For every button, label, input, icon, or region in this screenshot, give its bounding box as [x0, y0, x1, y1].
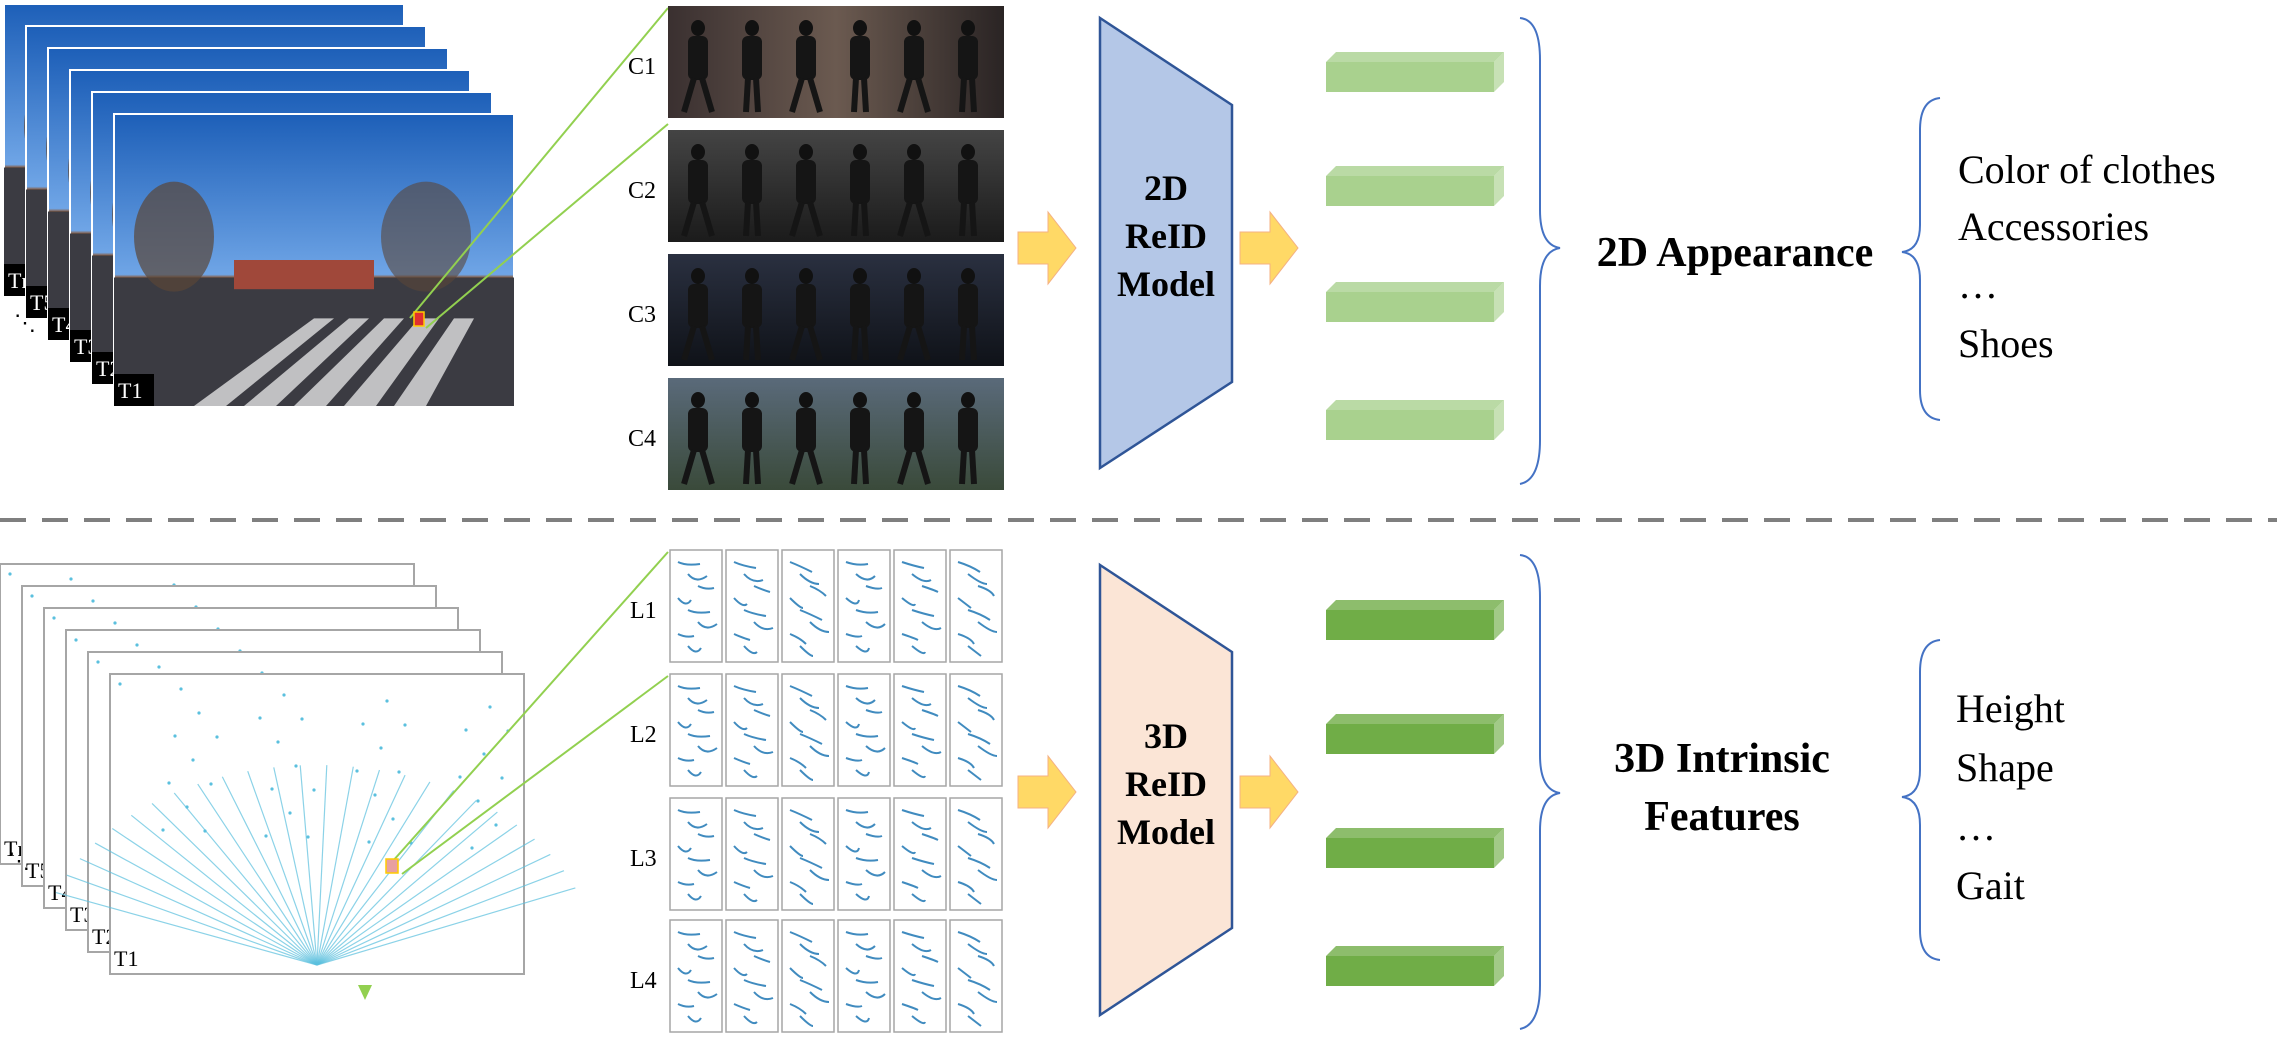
feature-vector [1326, 600, 1504, 640]
feature-vector [1326, 714, 1504, 754]
camera-zoom-lines [409, 7, 669, 329]
arrow-to-2d-features [1239, 210, 1299, 286]
arrow-to-3d-features [1239, 754, 1299, 830]
attr-accessories: Accessories [1958, 204, 2149, 249]
camera-crop-C1: C1 [628, 6, 1004, 118]
attr-shoes: Shoes [1958, 321, 2054, 366]
2d-appearance-title: 2D Appearance [1597, 230, 1874, 276]
3d-reid-model: 3D ReID Model [1098, 562, 1234, 1018]
lidar-frame: T1 [55, 673, 576, 975]
attr-ellipsis: … [1958, 262, 1998, 307]
lidar-label: L3 [630, 846, 657, 872]
camera-frame: T1 [113, 113, 515, 407]
model-3d-line2: ReID [1125, 764, 1207, 804]
lidar-crop-L2: L2 [630, 673, 1003, 787]
3d-feature-vectors [1326, 600, 1504, 986]
camera-label: C2 [628, 178, 656, 204]
lidar-label: L4 [630, 968, 657, 994]
3d-intrinsic-title-line2: Features [1644, 794, 1800, 840]
frame-ellipsis: ⋱ [8, 848, 30, 873]
frame-label: T1 [118, 378, 142, 403]
camera-crop-C4: C4 [628, 378, 1004, 490]
frame-label: T1 [114, 946, 138, 971]
lidar-crop-L4: L4 [630, 919, 1003, 1033]
attr-height: Height [1956, 686, 2065, 731]
2d-feature-brace [1519, 17, 1561, 485]
camera-label: C4 [628, 426, 656, 452]
2d-attribute-brace [1901, 97, 1941, 421]
frame-ellipsis: ⋱ [14, 310, 36, 335]
arrow-to-3d-model [1017, 754, 1077, 830]
feature-vector [1326, 828, 1504, 868]
attr-ellipsis-3d: … [1956, 804, 1996, 849]
feature-vector [1326, 166, 1504, 206]
attr-shape: Shape [1956, 745, 2054, 790]
lidar-label: L1 [630, 598, 657, 624]
2d-reid-model: 2D ReID Model [1098, 15, 1234, 471]
feature-vector [1326, 282, 1504, 322]
lidar-zoom-lines [358, 551, 669, 1000]
2d-feature-vectors [1326, 52, 1504, 440]
camera-label: C3 [628, 302, 656, 328]
3d-attribute-brace [1901, 639, 1941, 961]
lidar-crop-L3: L3 [630, 797, 1003, 911]
feature-vector [1326, 946, 1504, 986]
feature-vector [1326, 52, 1504, 92]
model-2d-line1: 2D [1144, 168, 1188, 208]
3d-intrinsic-title-line1: 3D Intrinsic [1614, 736, 1830, 782]
model-3d-line1: 3D [1144, 716, 1188, 756]
3d-feature-brace [1519, 554, 1561, 1030]
attr-color-of-clothes: Color of clothes [1958, 147, 2216, 192]
model-2d-line2: ReID [1125, 216, 1207, 256]
lidar-label: L2 [630, 722, 657, 748]
camera-label: C1 [628, 54, 656, 80]
camera-crop-C2: C2 [628, 130, 1004, 242]
model-3d-line3: Model [1117, 812, 1215, 852]
attr-gait: Gait [1956, 863, 2025, 908]
arrow-to-2d-model [1017, 210, 1077, 286]
model-2d-line3: Model [1117, 264, 1215, 304]
feature-vector [1326, 400, 1504, 440]
camera-crop-C3: C3 [628, 254, 1004, 366]
lidar-crop-L1: L1 [630, 549, 1003, 663]
